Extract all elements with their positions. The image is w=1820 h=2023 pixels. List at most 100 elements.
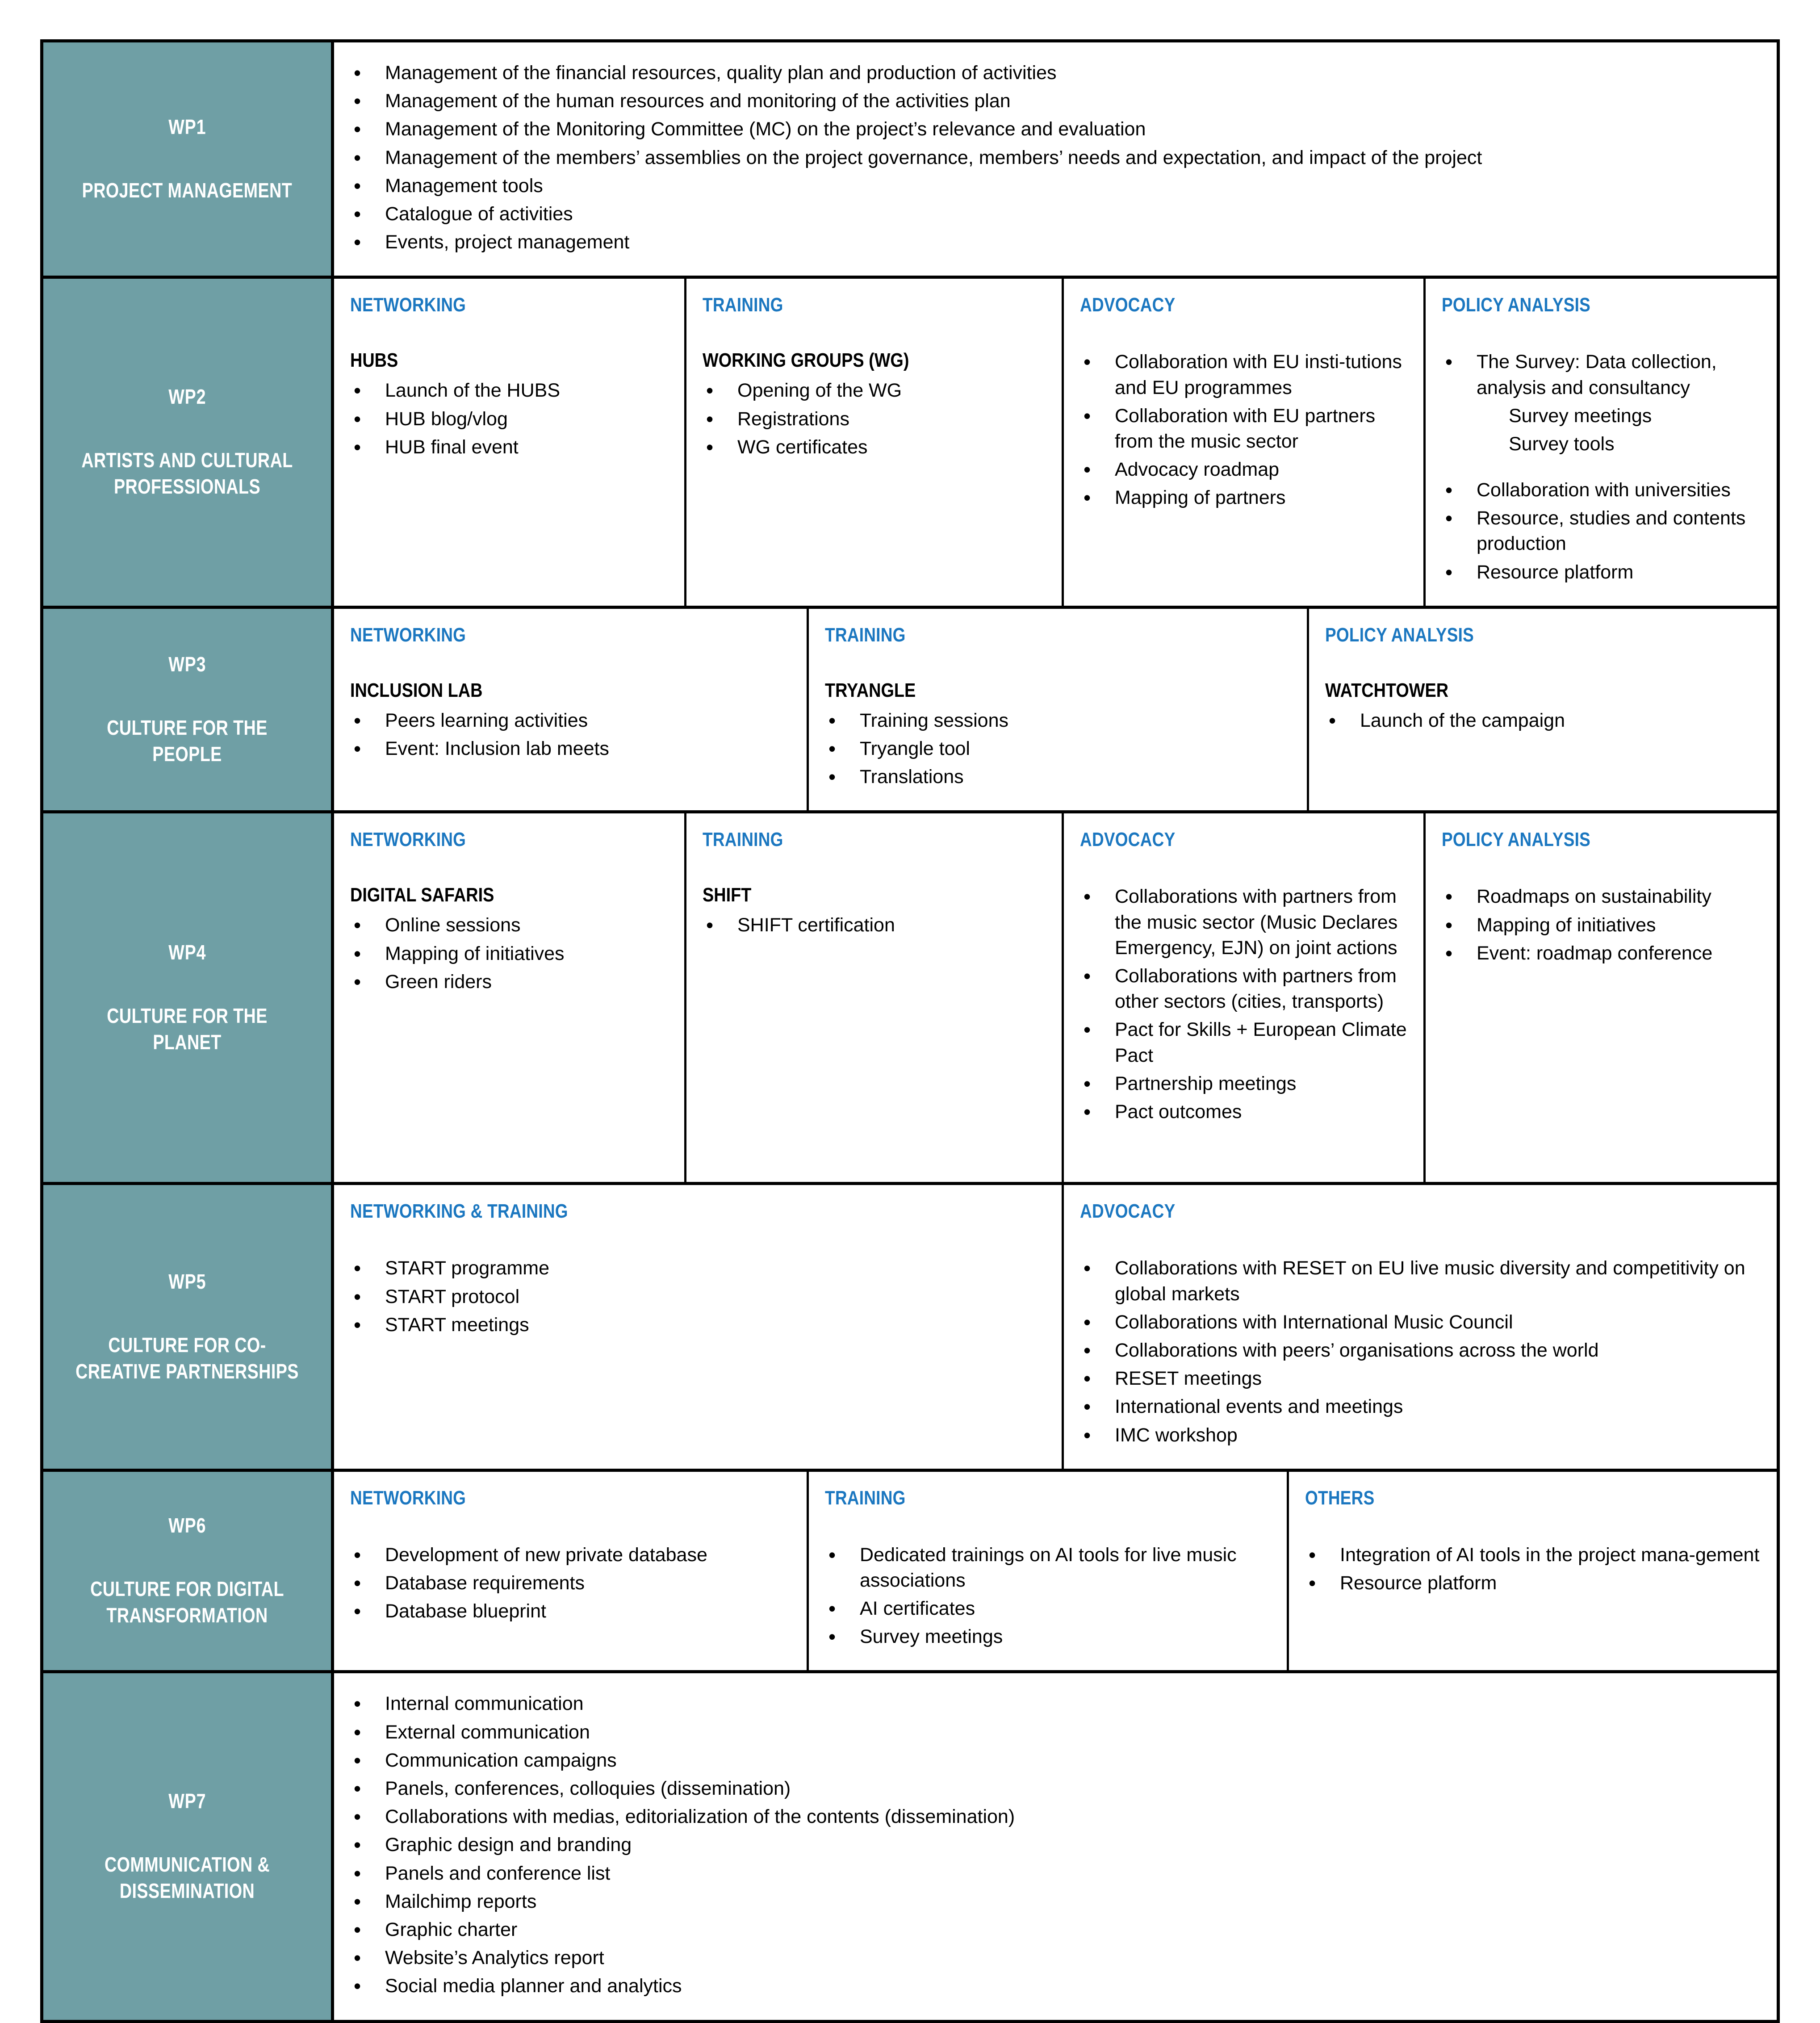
wp4-networking-column: NETWORKING DIGITAL SAFARIS Online sessio…	[334, 813, 686, 1182]
column-header: POLICY ANALYSIS	[1325, 624, 1474, 646]
column-header: ADVOCACY	[1080, 1200, 1176, 1223]
list-item: Collaborations with RESET on EU live mus…	[1080, 1255, 1763, 1307]
list-item: Collaboration with universities	[1442, 477, 1763, 504]
row-content-wp7: Internal communication External communic…	[334, 1673, 1777, 2019]
wp2-networking-column: NETWORKING HUBS Launch of the HUBS HUB b…	[334, 279, 686, 606]
list-item: Online sessions	[350, 912, 671, 939]
column-header: NETWORKING	[350, 829, 466, 851]
row-content-wp5: NETWORKING & TRAINING START programme ST…	[334, 1185, 1777, 1469]
wp6-networking-column: NETWORKING Development of new private da…	[334, 1471, 809, 1671]
list-item: IMC workshop	[1080, 1421, 1763, 1449]
column-header: TRAINING	[825, 1487, 906, 1509]
wp4-advocacy-column: ADVOCACY Collaborations with partners fr…	[1064, 813, 1426, 1182]
column-header: NETWORKING	[350, 624, 466, 646]
list-item: Mailchimp reports	[350, 1888, 1763, 1915]
bullet-list: Management of the financial resources, q…	[350, 59, 1763, 256]
wp-label-cell-wp6: WP6 CULTURE FOR DIGITAL TRANSFORMATION	[43, 1471, 334, 1671]
list-item: Graphic charter	[350, 1916, 1763, 1943]
list-item: Graphic design and branding	[350, 1831, 1763, 1859]
row-content-wp6: NETWORKING Development of new private da…	[334, 1471, 1777, 1671]
column-header: ADVOCACY	[1080, 829, 1176, 851]
list-item: Website’s Analytics report	[350, 1944, 1763, 1972]
bullet-list: The Survey: Data collection, analysis an…	[1442, 348, 1763, 586]
wp-label-cell-wp2: WP2 ARTISTS AND CULTURAL PROFESSIONALS	[43, 279, 334, 606]
list-item: Collaborations with partners from the mu…	[1080, 883, 1410, 961]
bullet-list: Launch of the HUBS HUB blog/vlog HUB fin…	[350, 377, 671, 461]
list-item: Events, project management	[350, 229, 1763, 256]
wp4-training-column: TRAINING SHIFT SHIFT certification	[686, 813, 1064, 1182]
list-item: Collaborations with International Music …	[1080, 1309, 1763, 1336]
list-item: External communication	[350, 1719, 1763, 1746]
table-row-wp1: WP1 PROJECT MANAGEMENT Management of the…	[43, 42, 1777, 279]
list-item: Pact for Skills + European Climate Pact	[1080, 1016, 1410, 1068]
list-item: Communication campaigns	[350, 1747, 1763, 1774]
wp-name: COMMUNICATION & DISSEMINATION	[104, 1853, 270, 1902]
wp2-advocacy-column: ADVOCACY Collaboration with EU insti-tut…	[1064, 279, 1426, 606]
wp-code: WP6	[168, 1514, 206, 1537]
list-item: Resource, studies and contents productio…	[1442, 505, 1763, 557]
list-item: Translations	[825, 763, 1293, 791]
wp-name: CULTURE FOR CO-CREATIVE PARTNERSHIPS	[75, 1333, 299, 1383]
column-header: ADVOCACY	[1080, 294, 1176, 316]
wp2-policy-analysis-column: POLICY ANALYSIS The Survey: Data collect…	[1426, 279, 1777, 606]
list-item: Collaborations with peers’ organisations…	[1080, 1337, 1763, 1364]
column-header: TRAINING	[825, 624, 906, 646]
wp-label-cell-wp3: WP3 CULTURE FOR THE PEOPLE	[43, 608, 334, 811]
list-item: Launch of the campaign	[1325, 707, 1763, 734]
list-item: Mapping of partners	[1080, 484, 1410, 511]
list-item: Database blueprint	[350, 1598, 793, 1625]
list-item: Event: Inclusion lab meets	[350, 735, 793, 762]
wp6-training-column: TRAINING Dedicated trainings on AI tools…	[809, 1471, 1289, 1671]
wp-name: CULTURE FOR THE PLANET	[107, 1004, 268, 1054]
column-subheader: WORKING GROUPS (WG)	[703, 349, 909, 372]
list-item: Launch of the HUBS	[350, 377, 671, 404]
wp-code: WP5	[168, 1269, 206, 1293]
table-row-wp4: WP4 CULTURE FOR THE PLANET NETWORKING DI…	[43, 813, 1777, 1185]
column-header: TRAINING	[703, 294, 783, 316]
wp-code: WP7	[168, 1789, 206, 1813]
list-item: AI certificates	[825, 1595, 1273, 1622]
list-item: START programme	[350, 1255, 1048, 1282]
list-item: Survey meetings	[825, 1623, 1273, 1650]
list-item: Peers learning activities	[350, 707, 793, 734]
list-item: Social media planner and analytics	[350, 1973, 1763, 2000]
list-item: Integration of AI tools in the project m…	[1305, 1541, 1763, 1569]
column-header: NETWORKING	[350, 294, 466, 316]
column-header: OTHERS	[1305, 1487, 1375, 1509]
wp-name: CULTURE FOR DIGITAL TRANSFORMATION	[90, 1577, 284, 1627]
row-content-wp2: NETWORKING HUBS Launch of the HUBS HUB b…	[334, 279, 1777, 606]
list-item: Collaborations with medias, editorializa…	[350, 1803, 1763, 1830]
table-row-wp7: WP7 COMMUNICATION & DISSEMINATION Intern…	[43, 1673, 1777, 2020]
wp-code: WP3	[168, 652, 206, 676]
list-item: HUB final event	[350, 434, 671, 461]
list-item: Resource platform	[1442, 559, 1763, 586]
wp3-networking-column: NETWORKING INCLUSION LAB Peers learning …	[334, 608, 809, 811]
list-item: Database requirements	[350, 1570, 793, 1597]
list-item: Management of the human resources and mo…	[350, 88, 1763, 115]
list-item: Collaborations with partners from other …	[1080, 963, 1410, 1014]
work-package-table-page: WP1 PROJECT MANAGEMENT Management of the…	[0, 0, 1820, 1865]
list-item: Opening of the WG	[703, 377, 1048, 404]
list-item: RESET meetings	[1080, 1365, 1763, 1392]
list-item: Collaboration with EU insti-tutions and …	[1080, 348, 1410, 400]
wp-name: PROJECT MANAGEMENT	[82, 178, 293, 202]
list-item: Dedicated trainings on AI tools for live…	[825, 1541, 1273, 1593]
list-item: Management tools	[350, 172, 1763, 200]
bullet-list: Launch of the campaign	[1325, 707, 1763, 734]
bullet-list: Opening of the WG Registrations WG certi…	[703, 377, 1048, 461]
list-item: START meetings	[350, 1311, 1048, 1339]
bullet-list: START programme START protocol START mee…	[350, 1255, 1048, 1339]
wp1-activities-column: Management of the financial resources, q…	[334, 42, 1777, 276]
bullet-list: Internal communication External communic…	[350, 1690, 1763, 2000]
list-item: Catalogue of activities	[350, 201, 1763, 228]
row-content-wp1: Management of the financial resources, q…	[334, 42, 1777, 276]
list-item: Event: roadmap conference	[1442, 940, 1763, 967]
wp3-policy-analysis-column: POLICY ANALYSIS WATCHTOWER Launch of the…	[1309, 609, 1777, 811]
row-content-wp3: NETWORKING INCLUSION LAB Peers learning …	[334, 608, 1777, 811]
row-content-wp4: NETWORKING DIGITAL SAFARIS Online sessio…	[334, 813, 1777, 1182]
bullet-list: Online sessions Mapping of initiatives G…	[350, 912, 671, 996]
list-item: Management of the members’ assemblies on…	[350, 144, 1763, 172]
list-item: The Survey: Data collection, analysis an…	[1442, 348, 1763, 400]
bullet-list: Peers learning activities Event: Inclusi…	[350, 707, 793, 763]
list-item: Panels and conference list	[350, 1860, 1763, 1887]
